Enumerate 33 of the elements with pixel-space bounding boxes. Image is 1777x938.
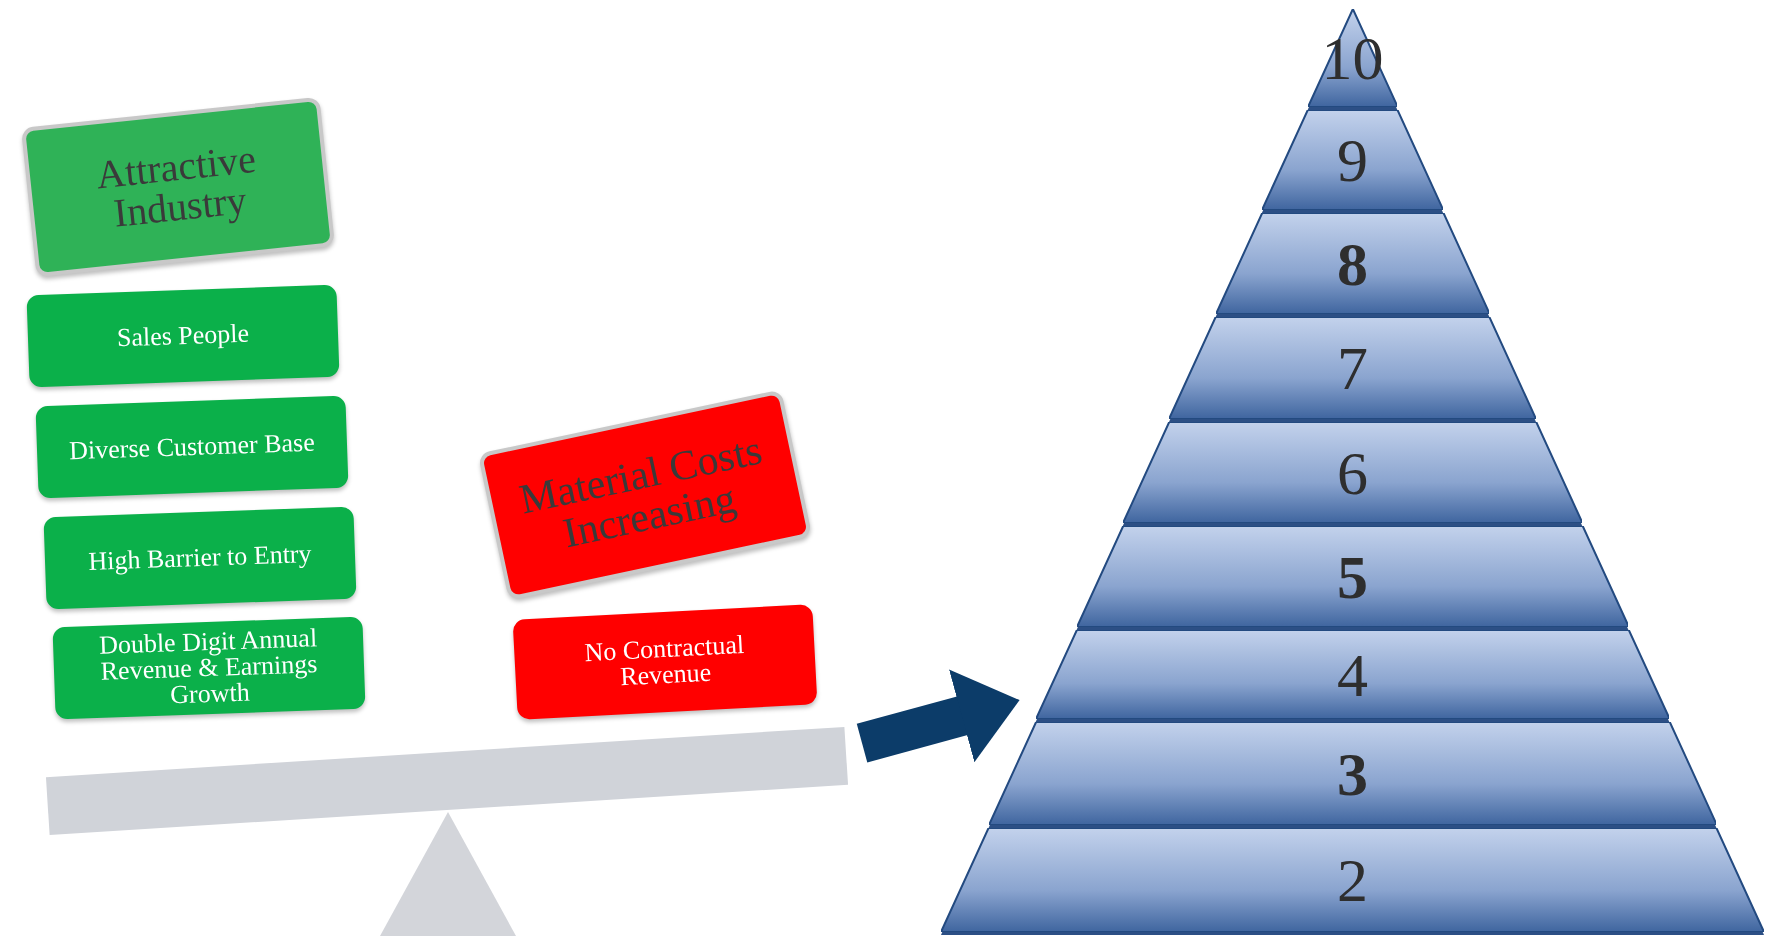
arrow	[856, 669, 1020, 763]
card-text: High Barrier to Entry	[88, 541, 312, 575]
pyramid-tier	[1307, 9, 1398, 107]
pyramid-tier	[1261, 110, 1444, 210]
card-text: Material Costs Increasing	[514, 425, 767, 559]
level-number: 4	[1336, 643, 1369, 706]
card-text: Double Digit Annual Revenue & Earnings Growth	[97, 624, 319, 712]
card-text: No Contractual Revenue	[582, 630, 746, 694]
level-number: 8	[1336, 232, 1369, 295]
weakness-card	[512, 604, 818, 720]
card-text: Diverse Customer Base	[68, 429, 316, 465]
fulcrum-triangle	[380, 812, 516, 936]
card-text: Sales People	[116, 320, 250, 352]
pyramid	[941, 9, 1764, 935]
strength-card	[26, 284, 340, 388]
pyramid-tier	[1168, 317, 1536, 419]
pyramid-tier	[941, 828, 1764, 932]
pyramid-tier	[1122, 422, 1583, 523]
pyramid-tier	[1215, 213, 1490, 314]
card-text: Attractive Industry	[92, 134, 259, 238]
level-number: 9	[1336, 129, 1369, 191]
level-number: 5	[1336, 545, 1369, 608]
strength-card	[43, 506, 357, 610]
pyramid-tier	[1035, 630, 1670, 719]
level-number: 3	[1336, 742, 1369, 805]
level-number: 2	[1336, 849, 1369, 911]
strength-card	[35, 395, 349, 499]
level-number: 6	[1336, 441, 1369, 504]
level-number: 7	[1336, 337, 1369, 399]
strength-card	[52, 616, 366, 720]
pyramid-tier	[1076, 526, 1629, 627]
level-number: 10	[1320, 27, 1385, 89]
pyramid-tier	[988, 722, 1717, 825]
